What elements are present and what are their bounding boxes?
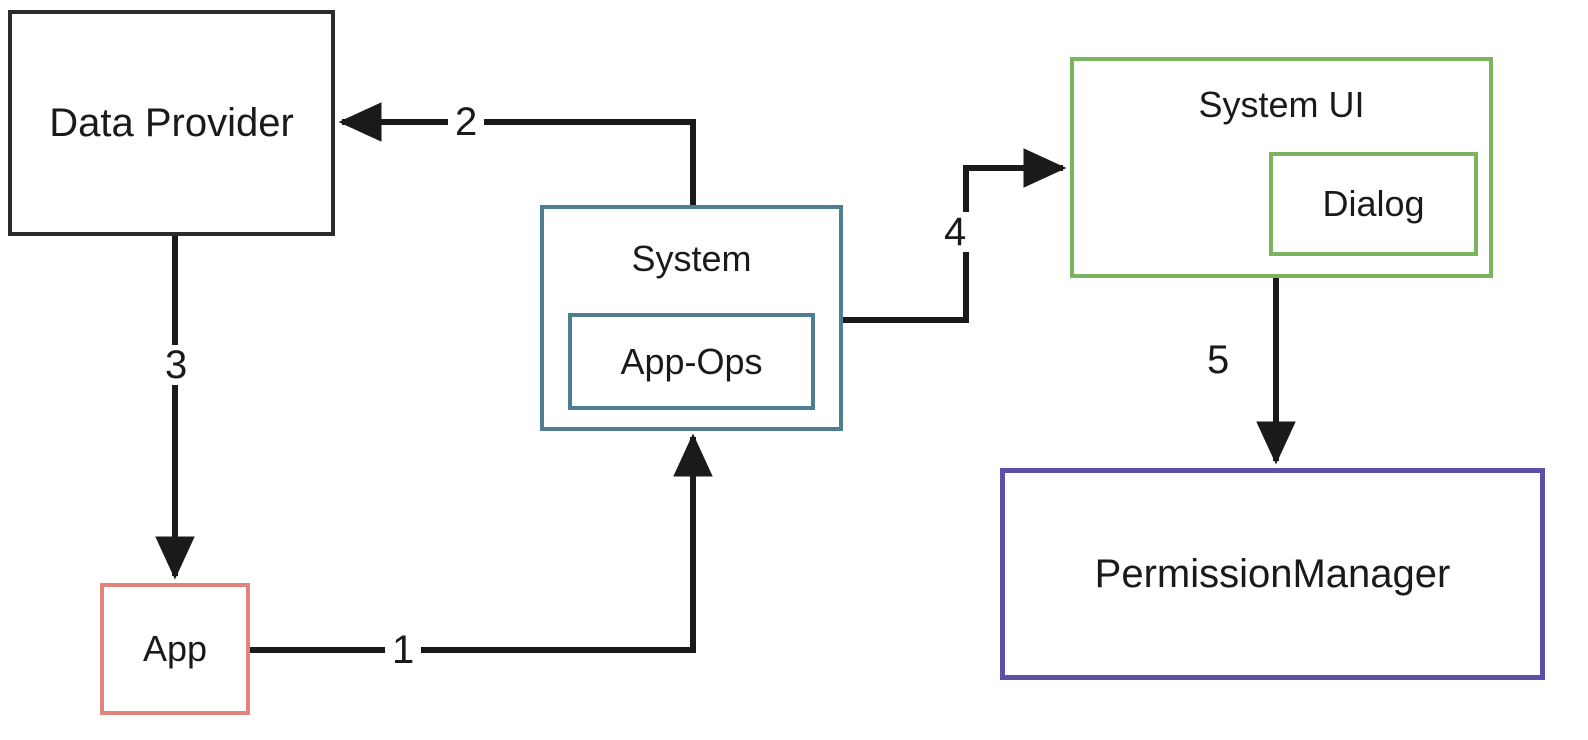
node-dialog[interactable]: Dialog: [1269, 152, 1478, 256]
edge-label-3: 3: [158, 345, 195, 385]
edge-label-2: 2: [448, 102, 485, 142]
node-permission-manager-label: PermissionManager: [1094, 552, 1451, 596]
edge-label-4: 4: [937, 212, 974, 252]
node-app[interactable]: App: [100, 583, 250, 715]
edge-2-path: [338, 102, 696, 205]
node-app-ops[interactable]: App-Ops: [568, 313, 815, 410]
node-permission-manager[interactable]: PermissionManager: [1000, 468, 1545, 680]
node-app-label: App: [142, 628, 208, 669]
edge-label-5: 5: [1200, 340, 1237, 380]
node-data-provider[interactable]: Data Provider: [8, 10, 335, 236]
edge-1-path: [250, 433, 713, 653]
node-data-provider-label: Data Provider: [49, 101, 294, 145]
edge-label-1: 1: [385, 630, 422, 670]
node-dialog-label: Dialog: [1322, 183, 1425, 224]
node-app-ops-label: App-Ops: [620, 340, 763, 382]
node-system-label: System: [631, 238, 752, 279]
node-system-ui-label: System UI: [1198, 84, 1365, 125]
